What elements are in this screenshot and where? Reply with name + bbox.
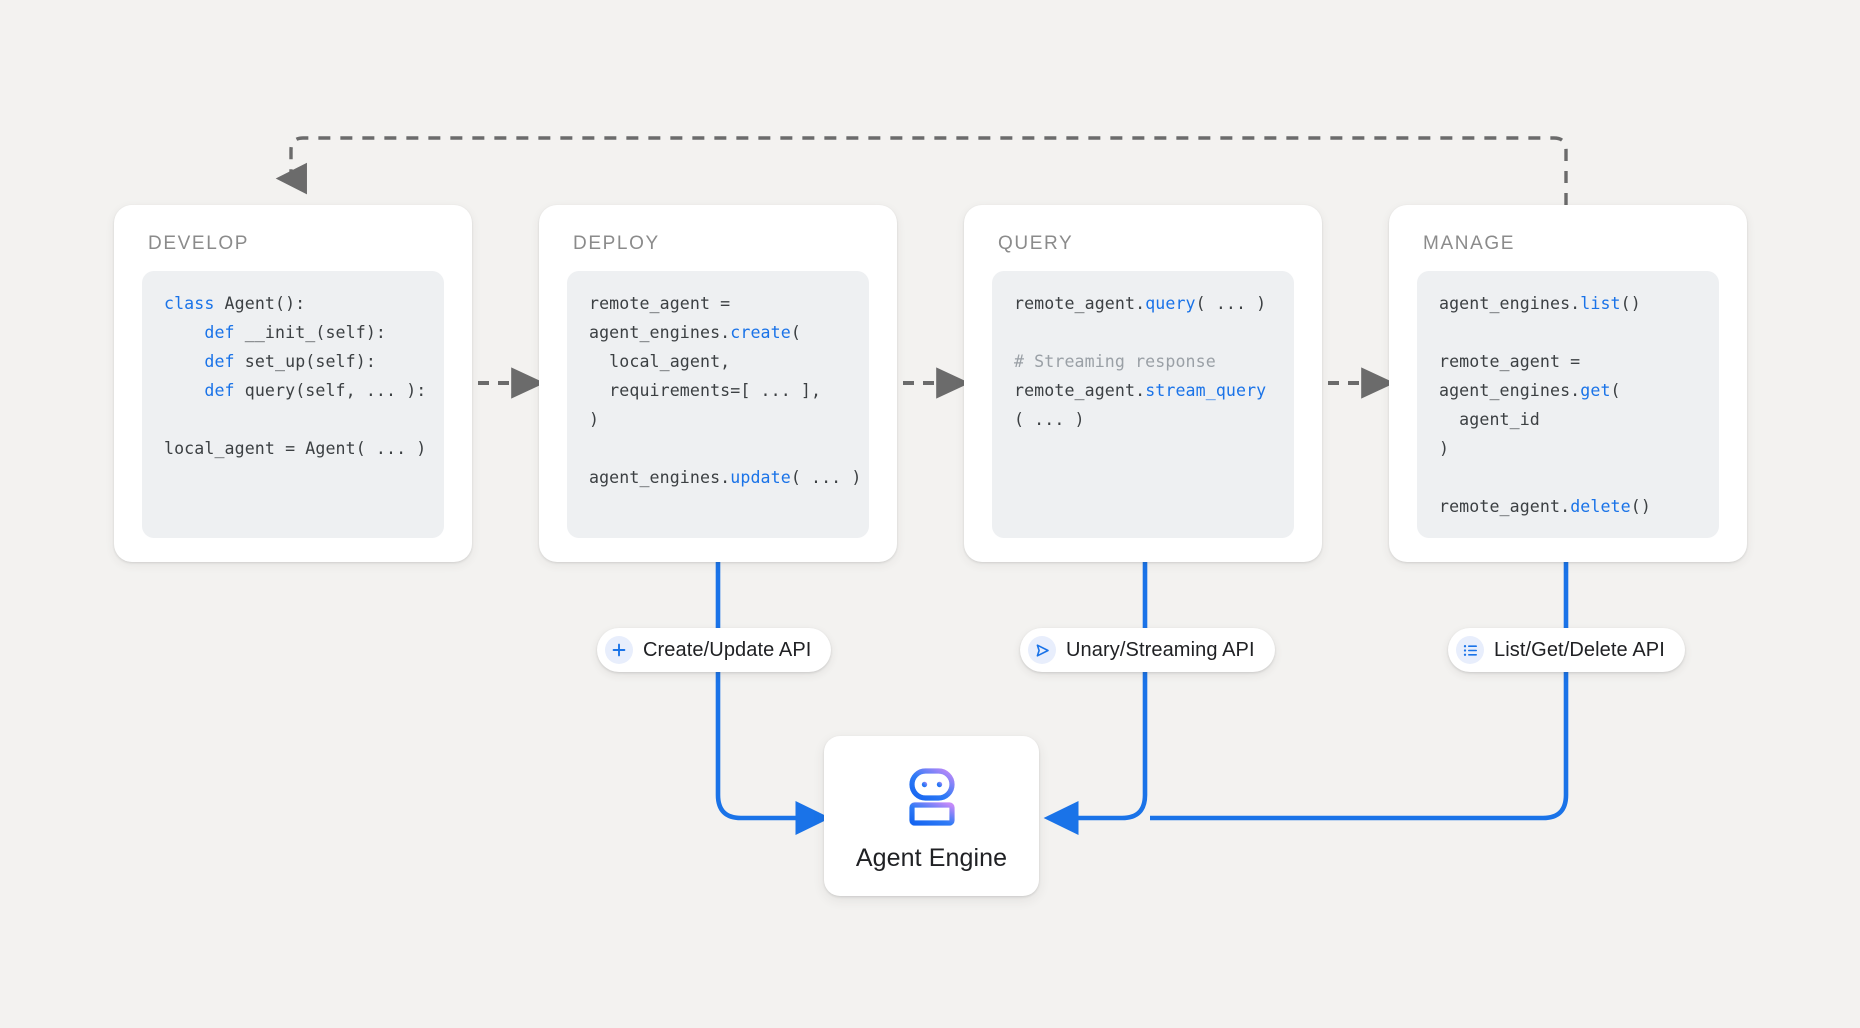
blue-path-manage-to-engine bbox=[1150, 562, 1569, 821]
agent-engine-label: Agent Engine bbox=[855, 843, 1008, 872]
send-icon bbox=[1028, 636, 1056, 664]
api-pill-unary-streaming[interactable]: Unary/Streaming API bbox=[1020, 628, 1275, 672]
stage-card-develop[interactable]: DEVELOP class Agent(): def __init_(self)… bbox=[114, 205, 472, 562]
stage-title-query: QUERY bbox=[998, 233, 1074, 254]
stage-code-manage: agent_engines.list() remote_agent =agent… bbox=[1417, 271, 1719, 538]
api-pill-label: Unary/Streaming API bbox=[1066, 638, 1255, 661]
list-icon bbox=[1456, 636, 1484, 664]
agent-engine-node[interactable]: Agent Engine bbox=[824, 736, 1039, 896]
stage-title-deploy: DEPLOY bbox=[573, 233, 660, 254]
blue-path-deploy-to-engine bbox=[715, 562, 831, 836]
api-pill-label: Create/Update API bbox=[643, 638, 812, 661]
feedback-dashed-path bbox=[275, 136, 1568, 205]
stage-title-manage: MANAGE bbox=[1423, 233, 1516, 254]
stage-card-deploy[interactable]: DEPLOY remote_agent =agent_engines.creat… bbox=[539, 205, 897, 562]
api-pill-list-get-delete[interactable]: List/Get/Delete API bbox=[1448, 628, 1685, 672]
stage-card-manage[interactable]: MANAGE agent_engines.list() remote_agent… bbox=[1389, 205, 1747, 562]
stage-code-query: remote_agent.query( ... ) # Streaming re… bbox=[992, 271, 1294, 538]
api-pill-create-update[interactable]: Create/Update API bbox=[597, 628, 832, 672]
stage-code-develop: class Agent(): def __init_(self): def se… bbox=[142, 271, 444, 538]
plus-icon bbox=[605, 636, 633, 664]
stage-card-query[interactable]: QUERY remote_agent.query( ... ) # Stream… bbox=[964, 205, 1322, 562]
api-pill-label: List/Get/Delete API bbox=[1494, 638, 1665, 661]
robot-icon bbox=[896, 760, 968, 832]
stage-title-develop: DEVELOP bbox=[148, 233, 250, 254]
blue-path-query-to-engine bbox=[1043, 562, 1148, 836]
stage-code-deploy: remote_agent =agent_engines.create( loca… bbox=[567, 271, 869, 538]
